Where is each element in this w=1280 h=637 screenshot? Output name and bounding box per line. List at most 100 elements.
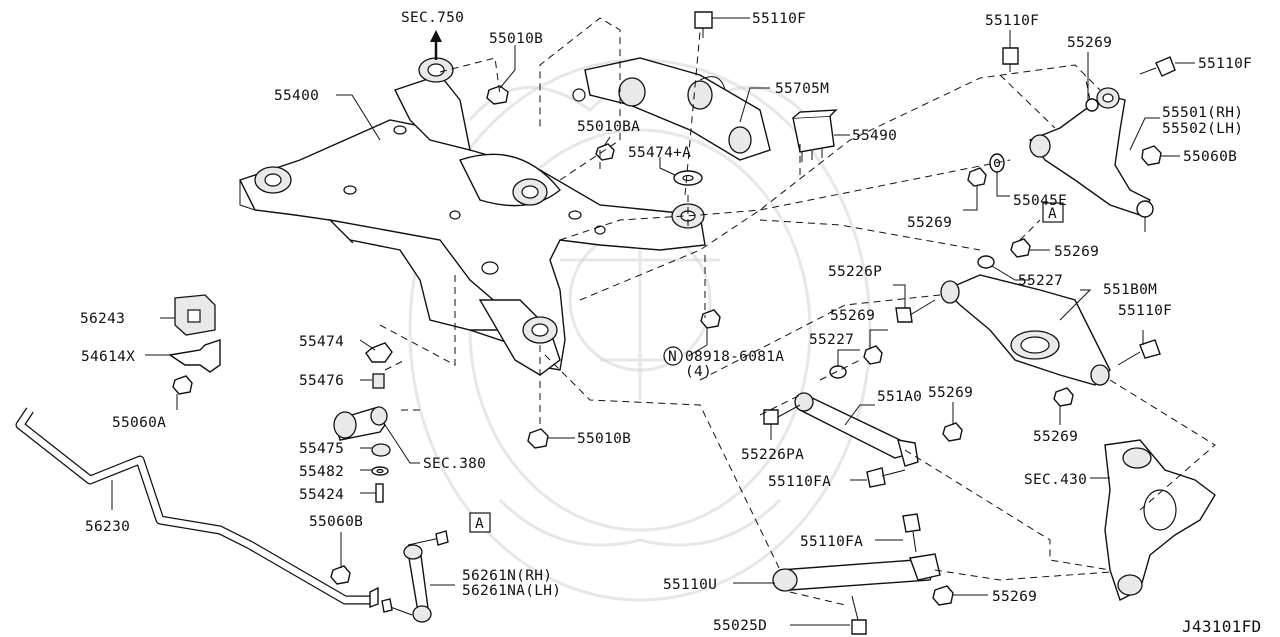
clamp-54614X: [168, 339, 221, 373]
label-55010B-top: 55010B: [489, 31, 543, 47]
label-sec750: SEC.750: [401, 10, 464, 26]
nut-55269-rod: [942, 422, 963, 442]
label-callout-a-top: A: [1048, 206, 1057, 222]
nut-55269-bot: [932, 585, 954, 606]
nut-08918: [700, 309, 721, 329]
label-55045E: 55045E: [1013, 193, 1067, 209]
dashed-guides: [379, 17, 1216, 606]
actuator-55705M: [572, 57, 771, 161]
label-55501: 55501(RH): [1162, 105, 1243, 121]
label-56243: 56243: [80, 311, 125, 327]
label-55705M: 55705M: [775, 81, 829, 97]
lower-link-55110U: [772, 553, 941, 592]
label-08918-qty: (4): [685, 364, 712, 380]
label-55227-b: 55227: [809, 332, 854, 348]
label-55226PA: 55226PA: [741, 447, 804, 463]
knuckle-sec430: [1104, 439, 1216, 601]
label-551B0M: 551B0M: [1103, 282, 1157, 298]
bolt-55110F-r1: [1002, 47, 1019, 72]
nut-55010B-top: [486, 85, 509, 105]
upper-link-55501: [1028, 87, 1157, 232]
connecting-rod-56261N: [403, 544, 432, 623]
nut-55269-mid: [863, 345, 883, 365]
label-55269-r2: 55269: [907, 215, 952, 231]
bolt-55110F-top: [694, 11, 713, 38]
label-56261NA: 56261NA(LH): [462, 583, 561, 599]
part-labels: SEC.750 55110F 55010B 55400 55705M 55010…: [80, 10, 1261, 636]
bolt-55110F-r3: [1117, 339, 1161, 366]
label-sec430: SEC.430: [1024, 472, 1087, 488]
label-08918-6081A: 08918-6081A: [685, 349, 784, 365]
label-55502: 55502(LH): [1162, 121, 1243, 137]
nut-55269-r2: [967, 167, 987, 187]
label-55400: 55400: [274, 88, 319, 104]
label-55269-r4: 55269: [1033, 429, 1078, 445]
label-55474: 55474: [299, 334, 344, 350]
lower-arm-551B0M: [940, 274, 1111, 386]
label-55474A: 55474+A: [628, 145, 691, 161]
label-55060B: 55060B: [1183, 149, 1237, 165]
washer-55474A: [673, 170, 703, 186]
bolt-55226PA: [763, 404, 801, 425]
label-55269-mid: 55269: [830, 308, 875, 324]
label-n-symbol: N: [668, 349, 677, 365]
nut-55060A: [172, 375, 193, 395]
bolt-56261-top: [407, 530, 449, 546]
label-55110U: 55110U: [663, 577, 717, 593]
rear-subframe-55400: [239, 57, 706, 376]
nut-55269-r4: [1053, 387, 1074, 407]
arrow-sec750: [430, 30, 442, 60]
callout-box-a-top: [1042, 202, 1064, 223]
n-symbol-circle: [663, 346, 683, 366]
bolt-55110FA-b: [902, 513, 921, 553]
label-56230: 56230: [85, 519, 130, 535]
nut-55060B: [1141, 145, 1162, 166]
label-55490: 55490: [852, 128, 897, 144]
label-55424: 55424: [299, 487, 344, 503]
label-55226P: 55226P: [828, 264, 882, 280]
bolt-56261-bot: [381, 598, 413, 616]
stabilizer-bar-56230: [15, 407, 379, 609]
callout-box-a-bot: [469, 512, 491, 533]
label-55482: 55482: [299, 464, 344, 480]
label-55227-a: 55227: [1018, 273, 1063, 289]
label-55060A: 55060A: [112, 415, 166, 431]
label-55269-rod: 55269: [928, 385, 973, 401]
label-callout-a-bot: A: [475, 516, 484, 532]
label-55010B-bot: 55010B: [577, 431, 631, 447]
nut-55060B-bot: [330, 565, 351, 585]
label-55110F-r3: 55110F: [1118, 303, 1172, 319]
nut-55010B-bot: [527, 428, 549, 449]
bolt-55110FA-a: [866, 467, 906, 488]
label-55269-r3: 55269: [1054, 244, 1099, 260]
label-55110F-r2: 55110F: [1198, 56, 1252, 72]
bolt-55025D: [851, 595, 867, 635]
label-56261N: 56261N(RH): [462, 568, 552, 584]
label-55269-r1: 55269: [1067, 35, 1112, 51]
washer-55227-a: [977, 255, 995, 269]
label-55060B-bot: 55060B: [309, 514, 363, 530]
label-55475: 55475: [299, 441, 344, 457]
label-55476: 55476: [299, 373, 344, 389]
label-55110F-top: 55110F: [752, 11, 806, 27]
relay-55490: [792, 109, 838, 162]
bolt-55110F-r2: [1139, 56, 1176, 77]
label-55025D: 55025D: [713, 618, 767, 634]
nut-55269-r3: [1010, 238, 1031, 258]
bolt-55226P: [895, 299, 936, 323]
label-sec380: SEC.380: [423, 456, 486, 472]
label-55110FA-a: 55110FA: [768, 474, 831, 490]
label-55010BA: 55010BA: [577, 119, 640, 135]
shock-lower-parts: [333, 342, 393, 503]
fasteners: [172, 11, 1176, 635]
label-55110FA-b: 55110FA: [800, 534, 863, 550]
stabilizer-bush-56243: [174, 294, 216, 336]
label-551A0: 551A0: [877, 389, 922, 405]
label-55110F-r1: 55110F: [985, 13, 1039, 29]
label-55269-bot: 55269: [992, 589, 1037, 605]
lateral-link-551A0: [794, 392, 919, 467]
diagram-ref-code: J43101FD: [1182, 617, 1261, 636]
leader-lines: [111, 17, 1195, 626]
label-54614X: 54614X: [81, 349, 135, 365]
